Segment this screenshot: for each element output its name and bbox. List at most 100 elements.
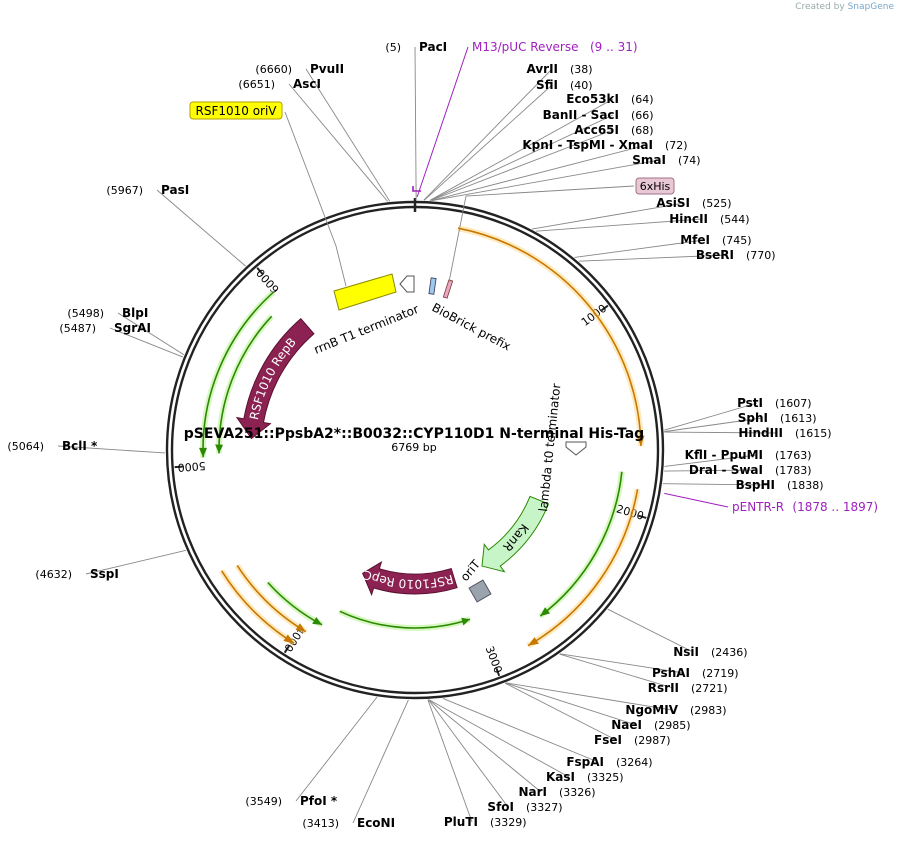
green-arrow-right[interactable] — [538, 471, 625, 619]
enzyme-site-nsii[interactable]: NsiI(2436) — [673, 645, 747, 659]
enzyme-site-asci[interactable]: (6651) AscI — [238, 77, 321, 91]
enzyme-position: (2719) — [702, 667, 739, 680]
enzyme-leader — [428, 699, 542, 793]
enzyme-site-mfei[interactable]: MfeI(745) — [680, 233, 751, 247]
lambda-terminator-label: lambda t0 terminator — [536, 383, 563, 513]
enzyme-position: (2985) — [654, 719, 691, 732]
enzyme-leader — [156, 189, 246, 267]
lambda-terminator-arrow[interactable] — [565, 441, 587, 456]
enzyme-position: (3413) — [302, 817, 339, 830]
green-arrow-lower-left-glow — [265, 580, 324, 628]
green-arrow-bottom-head — [461, 617, 471, 626]
enzyme-position: (40) — [570, 79, 593, 92]
enzyme-position: (6651) — [238, 78, 275, 91]
green-arrow-upper-left-outer[interactable] — [199, 290, 276, 458]
green-arrow-lower-left[interactable] — [265, 580, 324, 628]
enzyme-site-kfli-ppumi[interactable]: KflI - PpuMI(1763) — [685, 448, 812, 462]
repb-arrow[interactable]: RSF1010 RepB — [235, 317, 315, 440]
enzyme-position: (5498) — [67, 307, 104, 320]
enzyme-name: RsrII — [648, 681, 679, 695]
enzyme-site-smai[interactable]: SmaI(74) — [632, 153, 700, 167]
enzyme-position: (3325) — [587, 771, 624, 784]
enzyme-site-avrii[interactable]: AvrII(38) — [526, 62, 592, 76]
enzyme-name: KasI — [546, 770, 575, 784]
enzyme-site-sfii[interactable]: SfiI (40) — [536, 78, 593, 92]
enzyme-position: (1783) — [775, 464, 812, 477]
enzyme-name: AscI — [293, 77, 321, 91]
primer-m13-puc-reverse[interactable]: M13/pUC Reverse(9 .. 31) — [472, 40, 638, 54]
enzyme-site-naei[interactable]: NaeI(2985) — [611, 718, 690, 732]
enzyme-site-fspai[interactable]: FspAI(3264) — [566, 755, 652, 769]
enzyme-site-sphi[interactable]: SphI(1613) — [738, 411, 817, 425]
enzyme-site-rsrii[interactable]: RsrII (2721) — [648, 681, 728, 695]
enzyme-site-hindiii[interactable]: HindIII(1615) — [738, 426, 831, 440]
orange-arrow-top[interactable] — [457, 225, 645, 447]
orange-arrow-lower-left-inner-head — [295, 623, 306, 632]
enzyme-site-psti[interactable]: PstI(1607) — [737, 396, 812, 410]
enzyme-site-nari[interactable]: NarI(3326) — [518, 785, 595, 799]
enzyme-site-sgrai[interactable]: (5487)SgrAI — [59, 321, 150, 335]
enzyme-site-pluti[interactable]: PluTI(3329) — [444, 815, 527, 829]
repb-arrow-shape — [235, 317, 315, 440]
orange-arrow-top-line — [457, 227, 642, 447]
enzyme-name: KflI - PpuMI — [685, 448, 763, 462]
enzyme-leader — [423, 84, 553, 201]
enzyme-site-econi[interactable]: (3413)EcoNI — [302, 816, 395, 830]
enzyme-site-fsei[interactable]: FseI(2987) — [594, 733, 671, 747]
repc-arrow[interactable]: RSF1010 RepC — [361, 560, 458, 597]
primer-pentr-r[interactable]: pENTR-R(1878 .. 1897) — [732, 500, 878, 514]
enzyme-position: (1838) — [787, 479, 824, 492]
green-arrow-lower-left-head — [312, 617, 323, 625]
enzyme-site-banii-saci[interactable]: BanII - SacI(66) — [543, 108, 654, 122]
biobrick-prefix-mark[interactable] — [428, 277, 437, 295]
enzyme-leader — [559, 653, 674, 689]
enzyme-site-blpi[interactable]: (5498) BlpI — [67, 306, 148, 320]
enzyme-site-kasi[interactable]: KasI (3325) — [546, 770, 624, 784]
enzyme-site-pshai[interactable]: PshAI(2719) — [652, 666, 739, 680]
enzyme-position: (2721) — [691, 682, 728, 695]
rrnb-terminator-arrow[interactable] — [399, 275, 415, 293]
enzyme-position: (1613) — [780, 412, 817, 425]
enzyme-leader — [559, 653, 685, 674]
enzyme-site-drai-swai[interactable]: DraI - SwaI(1783) — [689, 463, 812, 477]
orange-arrow-lower-left-outer[interactable] — [219, 569, 296, 646]
enzyme-name: BlpI — [122, 306, 148, 320]
enzyme-leader — [429, 98, 614, 201]
enzyme-site-bsphi[interactable]: BspHI(1838) — [736, 478, 824, 492]
enzyme-site-pfoi[interactable]: (3549)PfoI * — [245, 794, 337, 808]
enzyme-site-sspi[interactable]: (4632)SspI — [35, 567, 118, 581]
enzyme-name: NsiI — [673, 645, 699, 659]
enzyme-leader — [505, 682, 637, 726]
enzyme-site-sfoi[interactable]: SfoI(3327) — [487, 800, 562, 814]
oriv-feature[interactable] — [284, 111, 397, 311]
enzyme-site-paci[interactable]: (5)PacI — [385, 40, 447, 54]
orit-block[interactable] — [468, 579, 492, 603]
enzyme-name: SfiI — [536, 78, 558, 92]
enzyme-site-asisi[interactable]: AsiSI(525) — [656, 196, 731, 210]
enzyme-leader — [664, 454, 758, 467]
enzyme-name: HincII — [669, 212, 708, 226]
enzyme-site-bseri[interactable]: BseRI(770) — [696, 248, 776, 262]
enzyme-leader — [505, 682, 673, 711]
enzyme-site-bcli[interactable]: (5064)BclI * — [7, 439, 98, 453]
green-arrow-upper-left-inner[interactable] — [215, 314, 274, 454]
green-arrow-bottom[interactable] — [338, 608, 471, 631]
his-tag-mark[interactable] — [442, 279, 454, 299]
enzyme-site-kpni-tspmi-xmai[interactable]: KpnI - TspMI - XmaI(72) — [522, 138, 687, 152]
enzyme-leader — [430, 114, 614, 201]
enzyme-site-hincii[interactable]: HincII(544) — [669, 212, 749, 226]
enzyme-site-acc65i[interactable]: Acc65I(68) — [574, 123, 653, 137]
enzyme-site-pasi[interactable]: (5967)PasI — [106, 183, 189, 197]
enzyme-site-eco53ki[interactable]: Eco53kI(64) — [566, 92, 653, 106]
enzyme-position: (3327) — [526, 801, 563, 814]
orange-arrow-right[interactable] — [526, 488, 641, 649]
enzyme-site-pvuii[interactable]: (6660)PvuII — [255, 62, 344, 76]
orange-arrow-lower-left-inner[interactable] — [234, 563, 308, 635]
scale-tick-label: 6000 — [254, 266, 282, 296]
enzyme-name: PfoI * — [300, 794, 338, 808]
enzyme-site-ngomiv[interactable]: NgoMIV(2983) — [625, 703, 726, 717]
enzyme-position: (3264) — [616, 756, 653, 769]
enzyme-position: (4632) — [35, 568, 72, 581]
enzyme-leader — [428, 699, 570, 778]
